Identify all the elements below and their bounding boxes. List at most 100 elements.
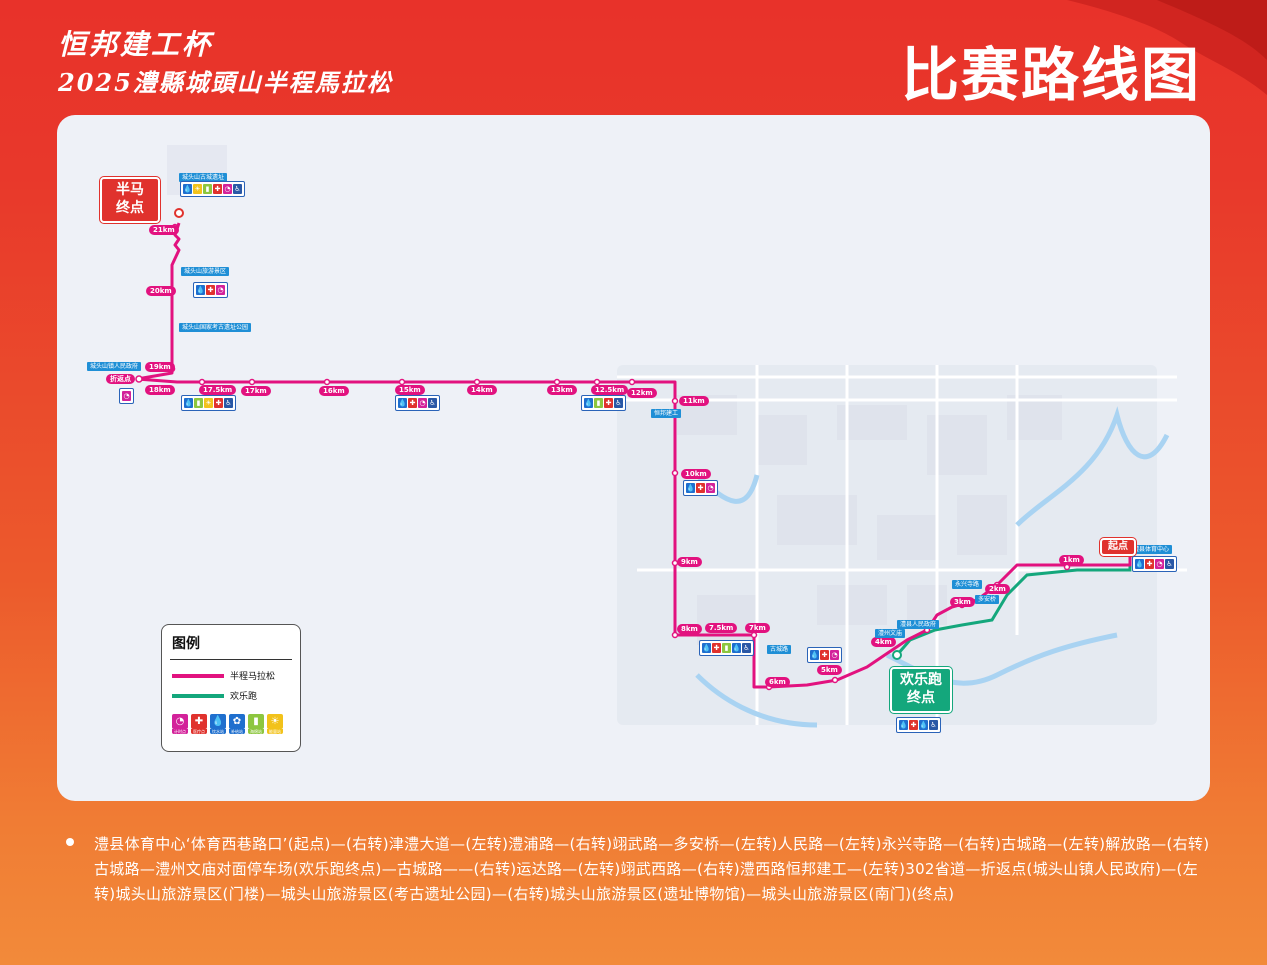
medical-icon: ✚ [191, 714, 207, 729]
water-icon: 💧 [183, 184, 192, 194]
aid-station-fun-finish: 💧✚💧♿ [896, 717, 941, 733]
fun-run-swatch [172, 693, 224, 698]
km-marker-8: 8km [677, 624, 702, 634]
half-finish-line2: 终点 [116, 200, 144, 216]
km-marker-11: 11km [679, 396, 709, 406]
legend-water-label: 饮水站 [210, 729, 226, 734]
legend-energy: ✿补给站 [229, 714, 245, 734]
decorative-brush-stroke [1067, 0, 1267, 95]
legend-sponge: ▮海绵站 [248, 714, 264, 734]
km-dots [135, 223, 1071, 691]
km-marker-6: 6km [765, 677, 790, 687]
aid-station-7-5km: 💧✚▮💧♿ [699, 640, 754, 656]
water-icon: 💧 [584, 398, 593, 408]
legend-water: 💧饮水站 [210, 714, 226, 734]
poi-gucheng-road: 古城路 [767, 645, 792, 654]
km-marker-12: 12km [627, 388, 657, 398]
sponge-icon: ▮ [203, 184, 212, 194]
toilet-icon: ♿ [929, 720, 938, 730]
toilet-icon: ♿ [233, 184, 242, 194]
toilet-icon: ♿ [742, 643, 751, 653]
timing-icon: ◔ [216, 285, 225, 295]
poi-chengtoushan-scenic: 城头山旅游景区 [181, 267, 230, 276]
route-map[interactable]: 1km 2km 3km 4km 5km 6km 7km 7.5km 8km 9k… [57, 115, 1210, 801]
km-marker-5: 5km [817, 665, 842, 675]
legend-title: 图例 [172, 636, 200, 652]
poi-sports-center: 澧县体育中心 [1130, 545, 1173, 554]
sponge-icon: ▮ [594, 398, 603, 408]
timing-icon: ◔ [172, 714, 188, 729]
km-marker-17-5: 17.5km [199, 385, 237, 395]
fun-finish-line1: 欢乐跑 [900, 672, 942, 688]
km-marker-7: 7km [745, 623, 770, 633]
medical-icon: ✚ [909, 720, 918, 730]
km-marker-2: 2km [985, 584, 1010, 594]
event-title-line1: 恒邦建工杯 [58, 28, 214, 61]
aid-station-start: 💧✚◔♿ [1132, 556, 1177, 572]
energy-icon: ☀ [204, 398, 213, 408]
water-icon: 💧 [398, 398, 407, 408]
km-marker-16: 16km [319, 386, 349, 396]
aid-station-5km: 💧✚◔ [807, 647, 842, 663]
poi-town-government: 城头山镇人民政府 [87, 362, 142, 371]
legend-sponge-label: 海绵站 [248, 729, 264, 734]
aid-station-20km: 💧✚◔ [193, 282, 228, 298]
aid-station-17-5km: 💧▮☀✚♿ [181, 395, 236, 411]
event-title: 恒邦建工杯 2025澧縣城頭山半程馬拉松 [58, 26, 393, 102]
water-icon: 💧 [899, 720, 908, 730]
water-icon: 💧 [810, 650, 819, 660]
legend-row-fun: 欢乐跑 [172, 689, 257, 702]
timing-icon: ◔ [830, 650, 839, 660]
aid-station-turnaround: ◔ [119, 388, 134, 404]
km-marker-21: 21km [149, 225, 179, 235]
medical-icon: ✚ [1145, 559, 1154, 569]
water-icon: 💧 [196, 285, 205, 295]
refresh-icon: ☀ [267, 714, 283, 729]
medical-icon: ✚ [696, 483, 705, 493]
medical-icon: ✚ [604, 398, 613, 408]
timing-icon: ◔ [223, 184, 232, 194]
km-marker-13: 13km [547, 385, 577, 395]
km-marker-18: 18km [145, 385, 175, 395]
km-marker-17: 17km [241, 386, 271, 396]
poi-county-government: 澧县人民政府 [897, 620, 940, 629]
km-marker-15: 15km [395, 385, 425, 395]
energy-icon: ✿ [229, 714, 245, 729]
medical-icon: ✚ [408, 398, 417, 408]
half-finish-line1: 半马 [116, 182, 144, 198]
timing-icon: ◔ [706, 483, 715, 493]
medical-icon: ✚ [214, 398, 223, 408]
toilet-icon: ♿ [428, 398, 437, 408]
legend-divider [170, 659, 292, 660]
half-marathon-swatch [172, 673, 224, 678]
timing-icon: ◔ [1155, 559, 1164, 569]
water-icon: 💧 [184, 398, 193, 408]
legend-fun-label: 欢乐跑 [230, 692, 258, 702]
medical-icon: ✚ [206, 285, 215, 295]
aid-station-finish: 💧☀▮✚◔♿ [180, 181, 245, 197]
km-marker-12-5: 12.5km [591, 385, 629, 395]
toilet-icon: ♿ [1165, 559, 1174, 569]
water-icon: 💧 [1135, 559, 1144, 569]
start-badge: 起点 [1100, 538, 1136, 556]
sponge-icon: ▮ [248, 714, 264, 729]
km-marker-19: 19km [145, 362, 175, 372]
half-finish-badge: 半马 终点 [100, 177, 160, 223]
water-icon: 💧 [210, 714, 226, 729]
toilet-icon: ♿ [224, 398, 233, 408]
km-marker-10: 10km [681, 469, 711, 479]
aid-station-10km: 💧✚◔ [683, 480, 718, 496]
km-marker-3: 3km [950, 597, 975, 607]
poi-yongxingsi-road: 永兴寺路 [952, 580, 983, 589]
legend-refresh: ☀能量站 [267, 714, 283, 734]
timing-icon: ◔ [418, 398, 427, 408]
fun-finish-line2: 终点 [907, 690, 935, 706]
water-icon: 💧 [686, 483, 695, 493]
medical-icon: ✚ [820, 650, 829, 660]
km-marker-1: 1km [1059, 555, 1084, 565]
sponge-icon: ▮ [722, 643, 731, 653]
legend-timing-label: 计时点 [172, 729, 188, 734]
legend-energy-label: 补给站 [229, 729, 245, 734]
water-icon: 💧 [702, 643, 711, 653]
legend-refresh-label: 能量站 [267, 729, 283, 734]
